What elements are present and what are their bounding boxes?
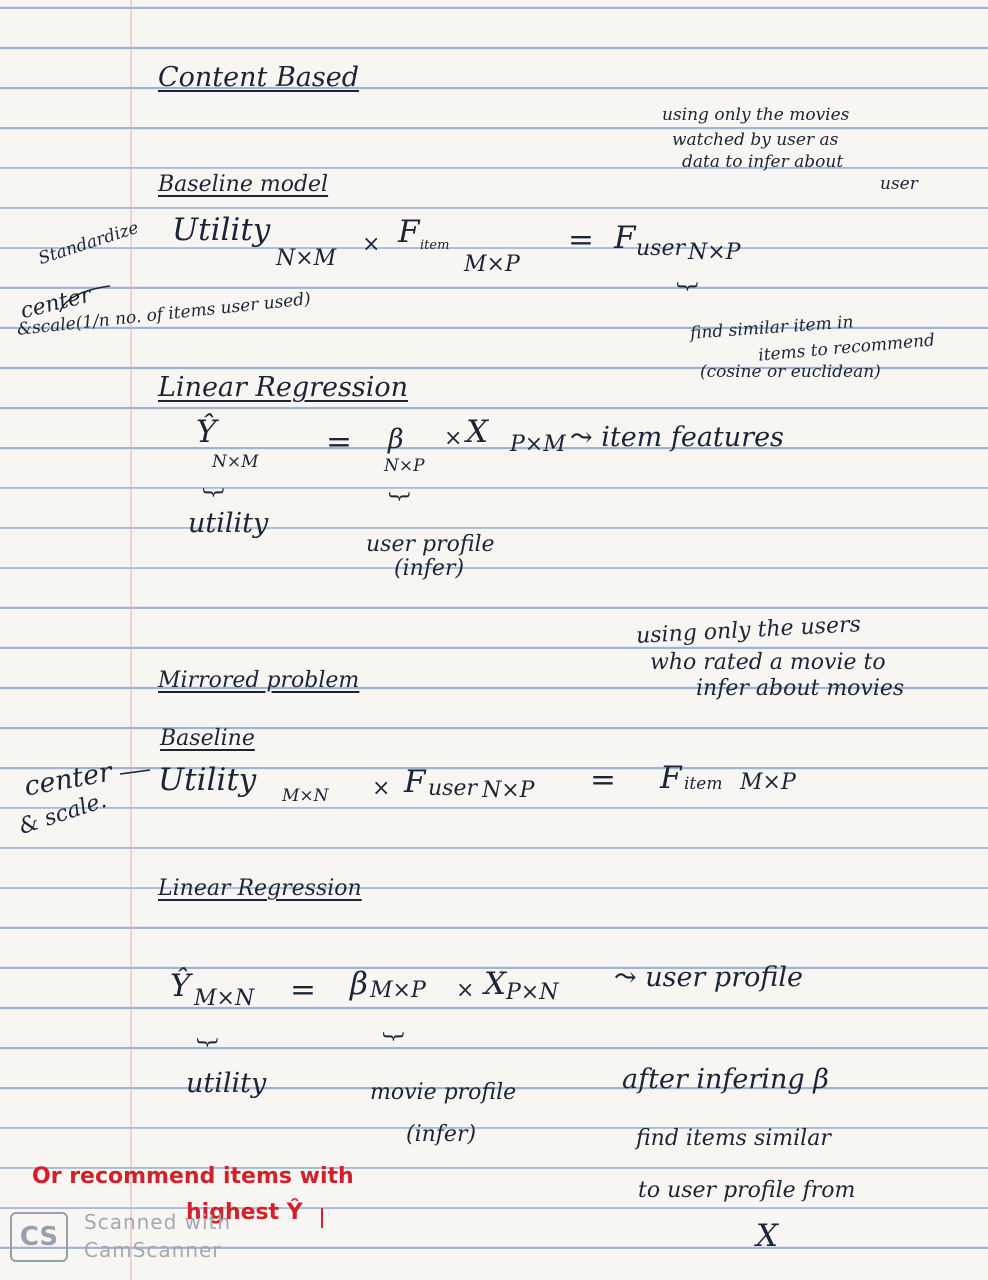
eq2-times: × xyxy=(444,426,463,451)
watermark-line-1: Scanned with xyxy=(84,1210,232,1234)
after-note-line-2: find items similar xyxy=(636,1126,831,1151)
eq2-brace-right: } xyxy=(386,489,412,504)
note-mid-line-1: using only the users xyxy=(635,612,862,649)
side-note-standardize: Standardize xyxy=(36,217,142,270)
eq1-f-user-sub: N×P xyxy=(688,240,741,265)
eq4-x-sub: P×N xyxy=(506,980,559,1005)
eq1-equals: = xyxy=(568,222,594,258)
camscanner-watermark: CS Scanned with CamScanner xyxy=(10,1208,260,1270)
after-note-line-3: to user profile from xyxy=(638,1178,856,1203)
eq2-equals: = xyxy=(326,424,352,460)
eq4-brace-right: } xyxy=(380,1029,406,1044)
eq1-f-user: F xyxy=(614,220,636,256)
eq3-utility-sub: M×N xyxy=(282,786,329,806)
heading-mirrored-problem: Mirrored problem xyxy=(158,668,360,693)
eq1-brace: } xyxy=(674,279,700,294)
eq3-equals: = xyxy=(590,762,616,798)
eq4-equals: = xyxy=(290,972,316,1008)
eq2-arrow-note: ⤳ item features xyxy=(570,422,784,453)
heading-linear-regression-2: Linear Regression xyxy=(158,876,362,901)
x-under: X xyxy=(756,1218,779,1254)
after-note-line-1: after infering β xyxy=(622,1064,829,1095)
eq1-f-item: F xyxy=(398,214,420,250)
eq1-f-item-sub-small: item xyxy=(420,238,450,253)
find-similar-line-3: (cosine or euclidean) xyxy=(700,362,881,382)
heading-baseline-2: Baseline xyxy=(160,726,255,751)
eq3-f-item-sub-small: item xyxy=(684,774,723,794)
note-mid-line-2: who rated a movie to xyxy=(650,650,886,675)
watermark-line-2: CamScanner xyxy=(84,1238,222,1262)
eq3-f-user: F xyxy=(404,764,426,800)
eq1-f-user-sub-small: user xyxy=(636,236,685,261)
eq3-f-user-sub: N×P xyxy=(482,778,535,803)
eq1-f-item-sub: M×P xyxy=(464,252,520,277)
eq4-beta: β xyxy=(350,966,368,1002)
eq1-utility-sub: N×M xyxy=(276,246,337,271)
eq4-arrow-note: ⤳ user profile xyxy=(614,962,803,993)
eq4-times: × xyxy=(456,978,475,1003)
eq4-brace-left: } xyxy=(194,1035,220,1050)
eq3-f-item: F xyxy=(660,760,682,796)
eq2-yhat-sub: N×M xyxy=(212,452,259,472)
user-profile-label: user profile xyxy=(366,532,495,557)
eq3-f-user-sub-small: user xyxy=(428,776,477,801)
eq2-x: X xyxy=(466,414,489,450)
note-top-line-4: user xyxy=(880,174,918,194)
eq3-times: × xyxy=(372,776,391,801)
heading-linear-regression: Linear Regression xyxy=(158,372,408,403)
eq4-beta-sub: M×P xyxy=(370,978,426,1003)
camscanner-logo: CS xyxy=(10,1212,68,1262)
note-top-line-2: watched by user as xyxy=(672,130,839,150)
movie-profile-label: movie profile xyxy=(370,1080,517,1105)
eq1-times: × xyxy=(362,232,381,257)
heading-baseline-model: Baseline model xyxy=(158,172,329,197)
eq2-brace-left: } xyxy=(200,485,226,500)
eq4-x: X xyxy=(484,966,507,1002)
utility-label-2: utility xyxy=(186,1068,267,1099)
eq2-beta: β xyxy=(388,424,404,455)
eq2-yhat: Ŷ xyxy=(196,414,217,450)
eq4-yhat-sub: M×N xyxy=(194,986,255,1011)
eq2-x-sub: P×M xyxy=(510,432,566,457)
red-note-line-2: highest Ŷ xyxy=(186,1200,303,1225)
eq3-utility: Utility xyxy=(158,762,257,798)
eq3-f-item-sub: M×P xyxy=(740,770,796,795)
infer-label: (infer) xyxy=(394,556,465,581)
eq2-beta-sub: N×P xyxy=(384,456,425,476)
eq4-yhat: Ŷ xyxy=(170,968,191,1004)
eq1-utility: Utility xyxy=(172,212,271,248)
red-note-line-1: Or recommend items with xyxy=(32,1164,354,1189)
utility-label: utility xyxy=(188,508,269,539)
infer-label-2: (infer) xyxy=(406,1122,477,1147)
note-top-line-1: using only the movies xyxy=(662,105,850,125)
margin-line xyxy=(130,0,132,1280)
title-content-based: Content Based xyxy=(158,62,360,93)
note-mid-line-3: infer about movies xyxy=(696,676,905,701)
note-top-line-3: data to infer about xyxy=(682,152,844,172)
stroke-center2-arrow xyxy=(119,769,151,775)
